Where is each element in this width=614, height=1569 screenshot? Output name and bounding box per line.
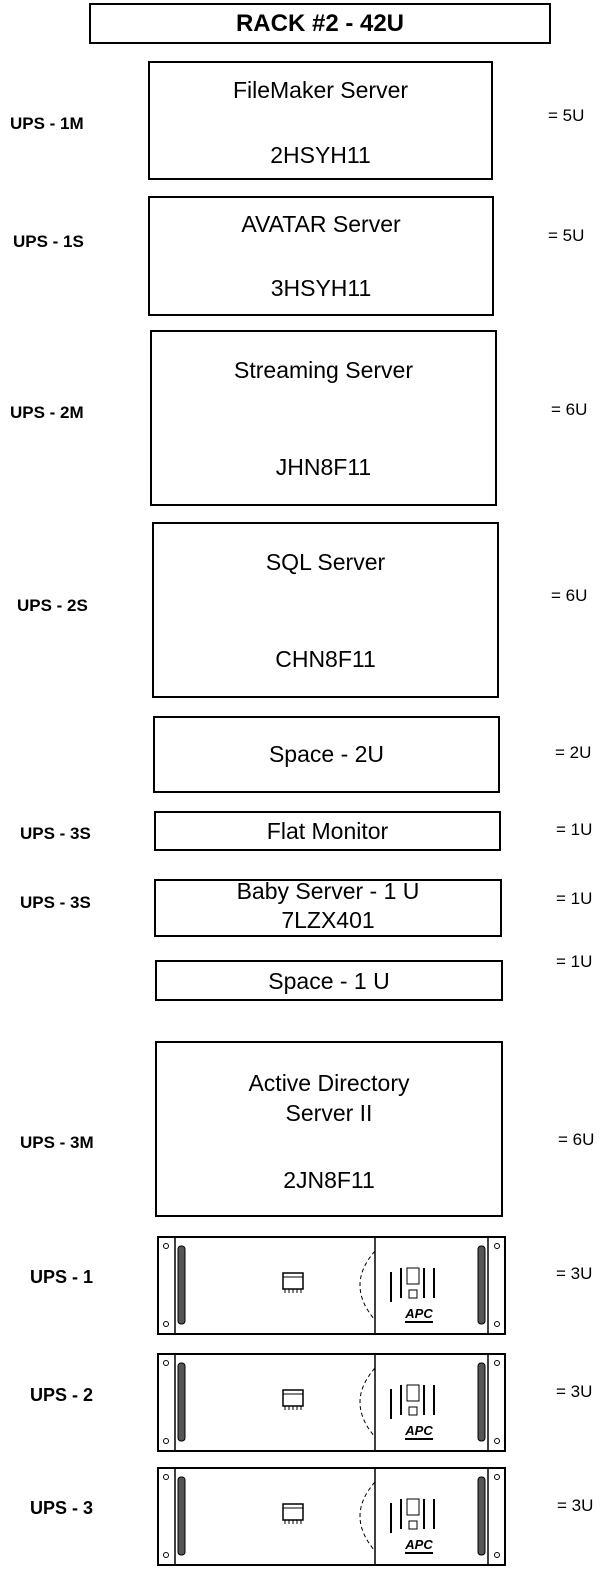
server-serial: 7LZX401 xyxy=(281,907,375,933)
ups-label: UPS - 2M xyxy=(10,403,84,422)
ups-label: UPS - 1S xyxy=(13,232,84,251)
unit-size: = 5U xyxy=(548,226,585,245)
unit-size: = 3U xyxy=(556,1382,593,1401)
server-serial: 2HSYH11 xyxy=(270,142,371,168)
ups-label: UPS - 3 xyxy=(30,1498,94,1518)
unit-size: = 1U xyxy=(556,820,593,839)
server-name-line2: Server II xyxy=(285,1100,373,1126)
ups-label: UPS - 2S xyxy=(17,596,88,615)
server-active-directory: Active Directory Server II 2JN8F11 xyxy=(155,1041,503,1217)
unit-size: = 6U xyxy=(551,400,588,419)
server-name: SQL Server xyxy=(265,549,386,575)
ups-label: UPS - 1 xyxy=(30,1267,94,1287)
ups-label: UPS - 3S xyxy=(20,824,91,843)
apc-logo: APC xyxy=(404,1423,433,1438)
server-avatar: AVATAR Server 3HSYH11 xyxy=(148,196,494,316)
space-2u: Space - 2U xyxy=(153,716,500,793)
unit-size: = 3U xyxy=(557,1496,594,1515)
server-name: FileMaker Server xyxy=(232,77,409,103)
server-serial: JHN8F11 xyxy=(275,454,372,480)
server-serial: 3HSYH11 xyxy=(270,275,372,301)
unit-size: = 1U xyxy=(556,952,593,971)
server-serial: CHN8F11 xyxy=(275,646,376,672)
ups-device-3: APC xyxy=(157,1467,506,1566)
ups-device-2: APC xyxy=(157,1353,506,1452)
space-label: Space - 2U xyxy=(268,741,385,767)
server-serial: 2JN8F11 xyxy=(283,1167,375,1193)
ups-device-1: APC xyxy=(157,1236,506,1335)
server-sql: SQL Server CHN8F11 xyxy=(152,522,499,698)
rack-title: RACK #2 - 42U xyxy=(89,3,551,44)
server-streaming: Streaming Server JHN8F11 xyxy=(150,330,497,506)
device-name: Flat Monitor xyxy=(266,818,389,844)
ups-label: UPS - 3S xyxy=(20,893,91,912)
apc-logo: APC xyxy=(404,1537,433,1552)
baby-server: Baby Server - 1 U 7LZX401 xyxy=(154,878,502,937)
flat-monitor: Flat Monitor xyxy=(154,811,501,851)
server-filemaker: FileMaker Server 2HSYH11 xyxy=(148,61,493,180)
ups-label: UPS - 3M xyxy=(20,1133,94,1152)
apc-logo: APC xyxy=(404,1306,433,1321)
space-label: Space - 1 U xyxy=(268,968,390,994)
unit-size: = 1U xyxy=(556,889,593,908)
ups-label: UPS - 2 xyxy=(30,1385,94,1405)
server-name-line1: Active Directory xyxy=(248,1070,410,1096)
server-name: Streaming Server xyxy=(234,357,413,383)
space-1u: Space - 1 U xyxy=(155,960,503,1001)
server-name: Baby Server - 1 U xyxy=(236,878,420,904)
unit-size: = 3U xyxy=(556,1264,593,1283)
ups-label: UPS - 1M xyxy=(10,114,84,133)
unit-size: = 6U xyxy=(558,1130,595,1149)
unit-size: = 2U xyxy=(555,743,592,762)
unit-size: = 6U xyxy=(551,586,588,605)
unit-size: = 5U xyxy=(548,106,585,125)
server-name: AVATAR Server xyxy=(241,211,401,237)
